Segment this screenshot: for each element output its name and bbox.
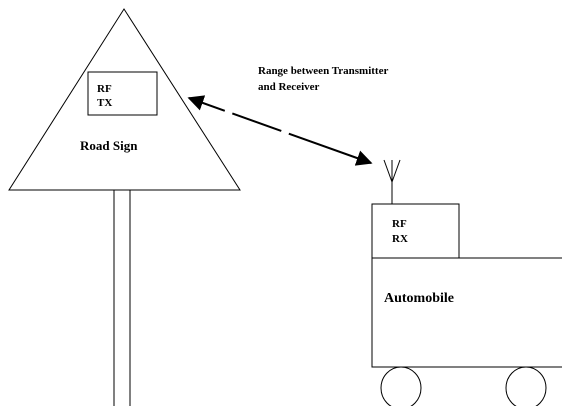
- front-wheel: [381, 367, 421, 406]
- road-sign-label: Road Sign: [80, 138, 138, 153]
- sign-pole: [114, 190, 130, 406]
- receiver-label-line1: RF: [392, 218, 407, 230]
- antenna-icon: [384, 160, 400, 204]
- transmitter-label-line1: RF: [97, 83, 112, 95]
- rear-wheel: [506, 367, 546, 406]
- automobile-body: [372, 258, 562, 367]
- range-label-line2: and Receiver: [258, 81, 320, 93]
- receiver-label-line2: RX: [392, 233, 408, 245]
- transmitter-label-line2: TX: [97, 97, 112, 109]
- receiver-box: [372, 204, 459, 258]
- range-label-line1: Range between Transmitter: [258, 65, 388, 77]
- automobile-label: Automobile: [384, 291, 454, 306]
